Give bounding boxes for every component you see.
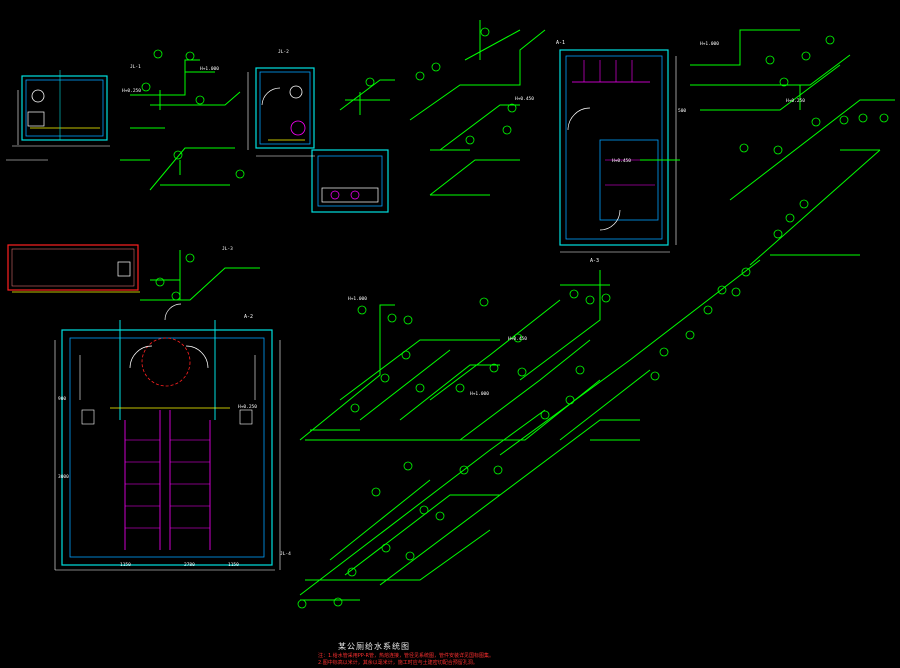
elevation-label: H+0.450 [515, 96, 534, 102]
drawing-title: 某公厕给水系统图 [338, 642, 410, 651]
section-mark: A-2 [244, 314, 253, 320]
elevation-label: H+1.000 [200, 66, 219, 72]
iso-fragment-5 [140, 250, 260, 301]
section-mark: A-1 [556, 40, 565, 46]
dimension-value: 1150 [228, 562, 239, 568]
iso-fragment-4 [409, 20, 546, 196]
elevation-label: H+0.250 [786, 98, 805, 104]
dimension-value: 500 [678, 108, 686, 114]
iso-fragment-2 [120, 147, 235, 191]
elevation-label: H+1.000 [348, 296, 367, 302]
pipe-tag: JL-2 [278, 49, 289, 55]
dimension-value: 900 [58, 396, 66, 402]
iso-fragment-1 [130, 59, 241, 129]
plan-toilet-a1 [559, 49, 677, 253]
elevation-label: H+0.250 [238, 404, 257, 410]
iso-system-lower [299, 259, 761, 601]
iso-system-center [299, 270, 610, 441]
iso-fragment-3 [339, 79, 395, 115]
pipe-tag: JL-1 [130, 64, 141, 70]
drawing-note: 注：1.给水管采用PP-R管，热熔连接，管径见系统图，管件安装详见国标图集。 [318, 653, 494, 659]
iso-system-right [640, 29, 895, 266]
plan-room-red [7, 244, 140, 293]
elevation-label: H+1.000 [700, 41, 719, 47]
elevation-label: H+0.450 [508, 336, 527, 342]
annotation-labels: H+1.000 H+0.250 H+0.450 H+1.000 H+0.250 … [122, 41, 805, 557]
plan-small-toilet-1 [6, 70, 110, 161]
dimension-value: 2780 [184, 562, 195, 568]
drawing-note: 2.图中标高以米计，其余以毫米计，施工时应与土建密切配合预留孔洞。 [318, 660, 478, 666]
elevation-label: H+0.450 [612, 158, 631, 164]
elevation-label: H+1.000 [470, 391, 489, 397]
section-marks: A-1 A-2 A-3 [244, 40, 599, 320]
pipe-tag: JL-3 [222, 246, 233, 252]
plan-toilet-kitchen [247, 67, 389, 213]
elevation-label: H+0.250 [122, 88, 141, 94]
dimension-labels: 1150 2780 1150 900 500 3000 [58, 108, 686, 568]
pipe-tag: JL-4 [280, 551, 291, 557]
fixture-markers [141, 27, 889, 609]
dimension-value: 1150 [120, 562, 131, 568]
section-mark: A-3 [590, 258, 599, 264]
plan-public-toilet-a2 [54, 303, 281, 571]
dimension-value: 3000 [58, 474, 69, 480]
